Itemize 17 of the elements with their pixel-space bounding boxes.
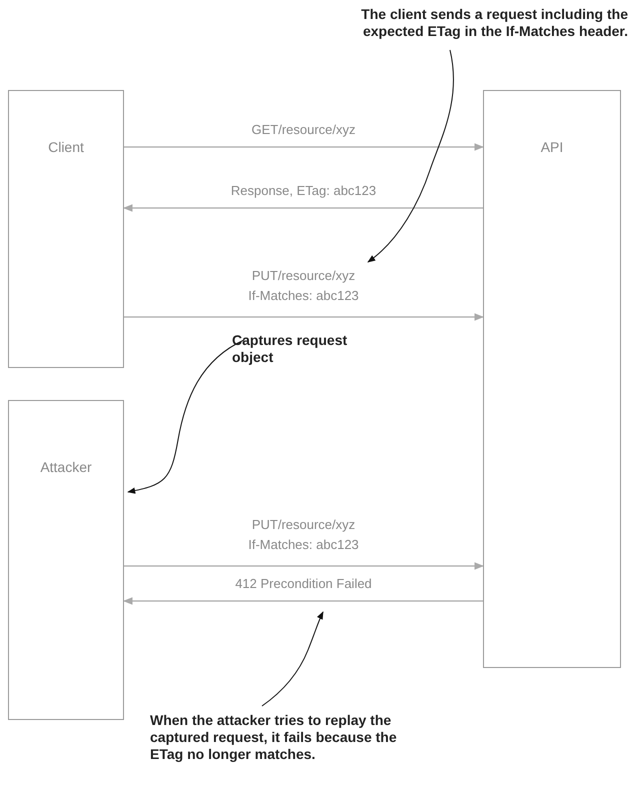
- leader-arrow: [262, 611, 324, 706]
- message-arrow: [124, 313, 484, 321]
- participant-name: Client: [47, 139, 85, 155]
- participant-name: Attacker: [39, 459, 93, 475]
- leader-arrow: [367, 50, 454, 262]
- participant-box: [8, 90, 124, 368]
- participant-name: API: [540, 139, 564, 155]
- message-arrow: [123, 597, 483, 605]
- leader-arrow: [127, 340, 244, 494]
- annotation-text: When the attacker tries to replay the captured request, it fails because the ETag no longer matches.: [150, 712, 420, 763]
- message-arrow: [123, 204, 483, 212]
- message-arrow: [124, 562, 484, 570]
- participant-box: [8, 400, 124, 720]
- participant-box: [483, 90, 621, 668]
- message-arrow: [124, 143, 484, 151]
- annotation-text: Captures request object: [232, 332, 372, 366]
- annotation-text: The client sends a request including the expected ETag in the If-Matches header.: [322, 6, 628, 40]
